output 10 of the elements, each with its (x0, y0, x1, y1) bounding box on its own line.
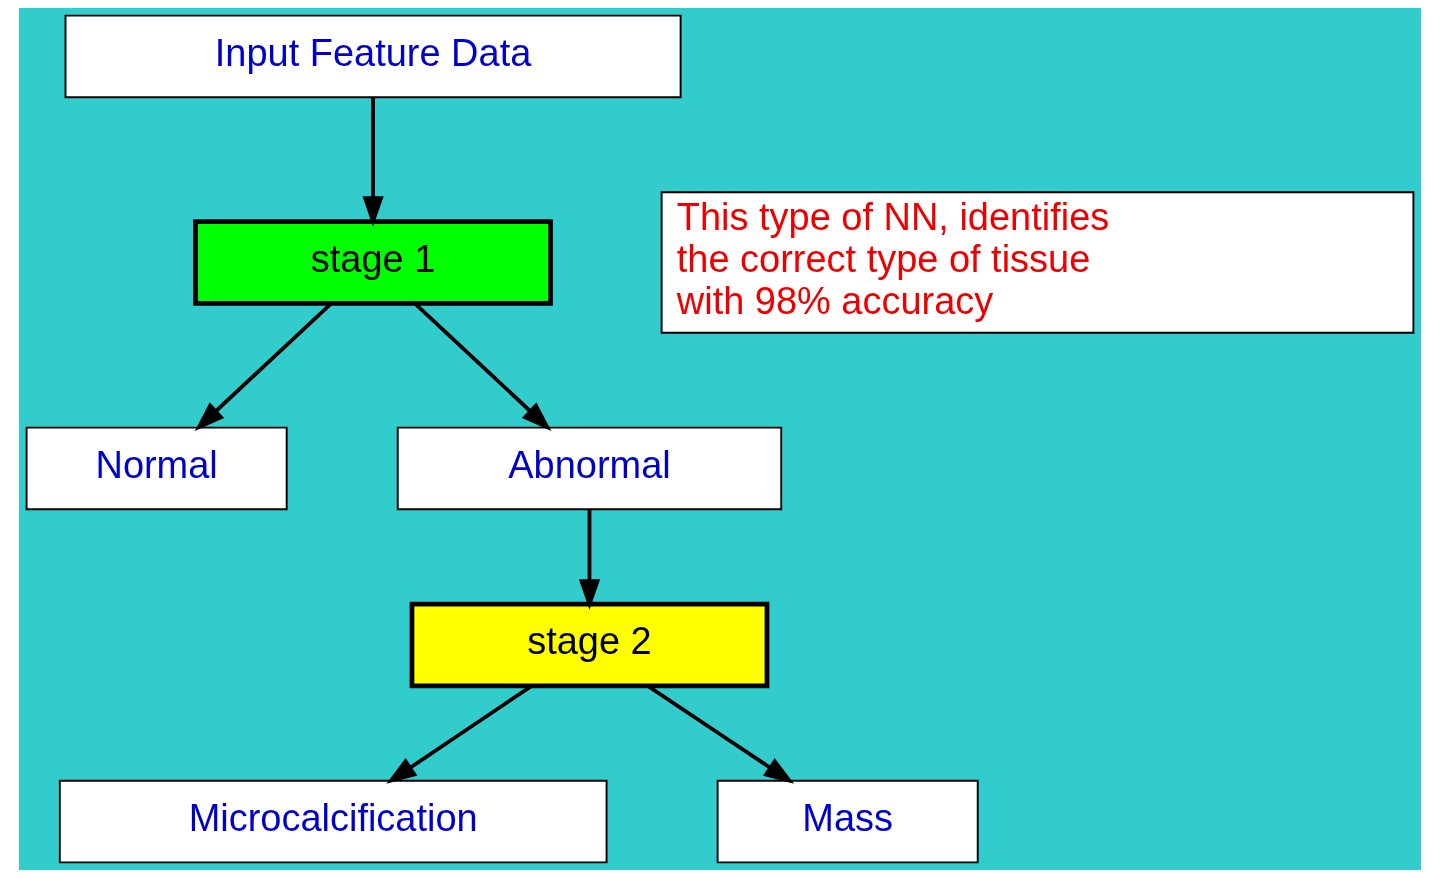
node-box: Abnormal (396, 426, 783, 511)
node-box: Microcalcification (58, 779, 608, 864)
node-box: stage 2 (409, 601, 770, 689)
arrow (578, 509, 601, 610)
node-box: Normal (25, 426, 288, 511)
node-box: Input Feature Data (64, 14, 682, 99)
node-box: stage 1 (193, 219, 553, 306)
node-box: Mass (716, 779, 979, 864)
node-box: This type of NN, identifies the correct type of tissue with 98% accuracy (660, 191, 1415, 334)
arrow (362, 97, 384, 227)
